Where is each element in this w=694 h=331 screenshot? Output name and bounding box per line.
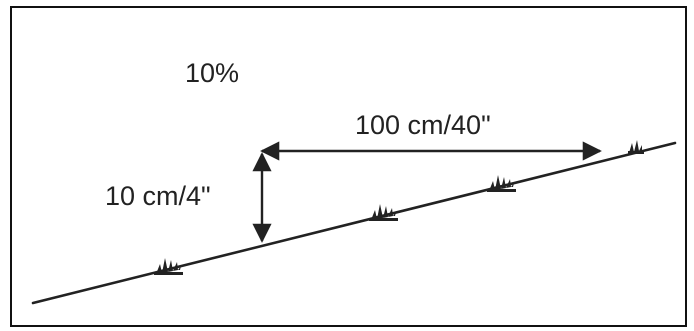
slope-grade-label: 10%: [185, 58, 240, 88]
slope-line: [31, 141, 677, 305]
grass-tuft-icon: [154, 258, 183, 275]
grass-tuft-icon: [487, 175, 516, 192]
grass-tuft-icon: [369, 204, 398, 221]
run-distance-label: 100 cm/40": [355, 110, 491, 140]
grass-tuft-icon: [628, 140, 644, 154]
rise-distance-label: 10 cm/4": [105, 181, 211, 211]
diagram-frame: [10, 6, 687, 327]
